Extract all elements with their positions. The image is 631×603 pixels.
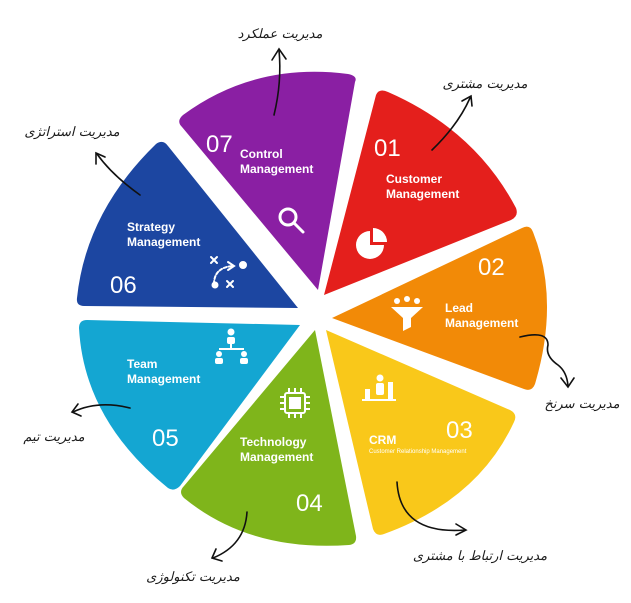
arrow-control [271,47,287,116]
segment-crm-shape [326,330,516,535]
segment-lead-shape [332,226,548,390]
note-lead: مدیریت سرنخ [544,397,619,412]
segment-technology-number: 04 [296,490,323,517]
segment-control-shape [179,71,356,291]
segment-technology-shape [181,330,357,546]
pie-chart-icon [356,228,387,259]
segment-control-title: Control [240,147,283,161]
segment-crm-subtitle: Customer Relationship Management [369,449,467,455]
segment-control: 07 Control Management [179,71,356,291]
segment-customer: 01 Customer Management [324,90,517,295]
segment-team-number: 05 [152,425,179,452]
segment-strategy-title-2: Management [127,235,200,249]
segment-team-title: Team [127,357,157,371]
segment-technology-title-2: Management [240,450,313,464]
segment-lead-title: Lead [445,301,473,315]
note-technology: مدیریت تکنولوژی [146,570,240,585]
note-crm: مدیریت ارتباط با مشتری [413,549,547,564]
arrow-strategy [95,151,141,196]
magnifier-icon [278,207,305,234]
segment-lead: 02 Lead Management [332,226,548,390]
segment-lead-title-2: Management [445,316,518,330]
segment-technology-title: Technology [240,435,307,449]
arrow-technology [210,511,248,562]
segment-crm-title: CRM [369,433,396,447]
segment-strategy: 06 Strategy Management [76,141,298,308]
arrow-team [70,403,131,417]
segment-crm: 03 CRM Customer Relationship Management [326,330,516,535]
org-chart-icon [215,328,248,364]
segment-customer-title-2: Management [386,187,459,201]
segment-strategy-title: Strategy [127,220,175,234]
chip-icon [280,388,310,418]
funnel-icon [391,296,423,331]
note-control: مدیریت عملکرد [238,27,323,42]
segment-strategy-number: 06 [110,272,137,299]
segment-lead-number: 02 [478,254,505,281]
arrow-customer [431,94,473,151]
segment-team: 05 Team Management [79,320,300,490]
segment-customer-number: 01 [374,135,401,162]
segment-crm-number: 03 [446,417,473,444]
segment-customer-title: Customer [386,172,442,186]
note-strategy: مدیریت استراتژی [24,125,119,140]
arrow-lead [519,334,575,389]
segment-control-title-2: Management [240,162,313,176]
annotation-arrows [70,47,575,562]
note-customer: مدیریت مشتری [443,77,528,92]
segment-control-number: 07 [206,131,233,158]
arrow-crm [396,481,468,536]
note-team: مدیریت تیم [23,430,84,445]
tactics-icon [210,256,247,289]
segment-customer-shape [324,90,517,295]
segment-team-title-2: Management [127,372,200,386]
segment-technology: 04 Technology Management [181,330,357,546]
people-chart-icon [362,374,396,401]
